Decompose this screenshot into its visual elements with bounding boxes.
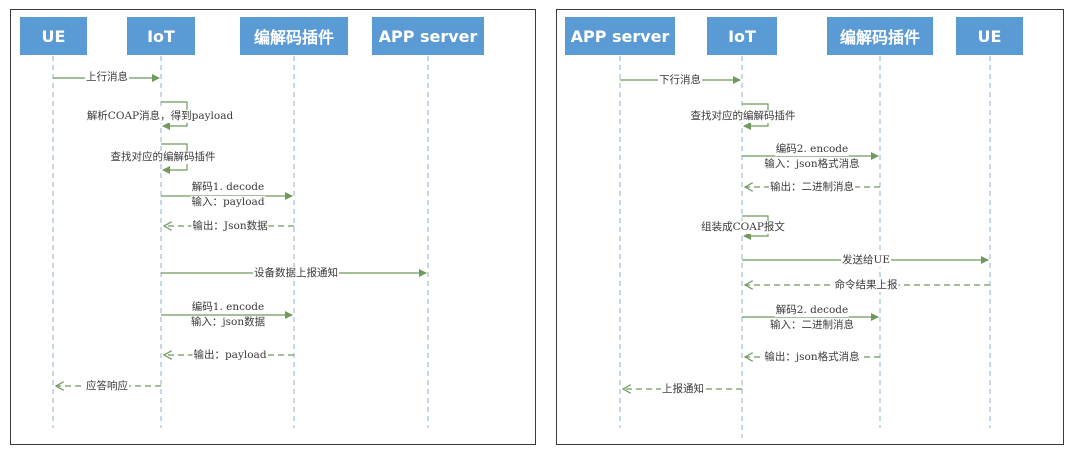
msg-parse-coap: 解析COAP消息，得到payload	[85, 110, 235, 123]
left-lifelines	[52, 56, 429, 428]
participant-codec-r: 编解码插件	[827, 17, 933, 55]
participant-app-server: APP server	[372, 17, 484, 55]
msg-report-notify-r: 上报通知	[661, 383, 705, 396]
msg-encode-input-r: 输入：json格式消息	[763, 158, 861, 171]
msg-send-ue: 发送给UE	[840, 254, 892, 267]
msg-encode-1: 编码1. encode	[190, 301, 266, 314]
msg-decode-2: 解码2. decode	[774, 304, 850, 317]
uplink-sequence-panel	[10, 9, 536, 445]
participant-codec: 编解码插件	[240, 17, 348, 55]
msg-encode-input: 输入：json数据	[189, 316, 267, 329]
participant-ue-r: UE	[956, 17, 1023, 55]
downlink-sequence-panel	[556, 9, 1064, 445]
msg-uplink: 上行消息	[85, 71, 129, 84]
participant-iot-r: IoT	[707, 17, 777, 55]
participant-app-server-r: APP server	[565, 17, 675, 55]
msg-report-notify: 设备数据上报通知	[253, 267, 339, 280]
msg-decode-1: 解码1. decode	[190, 181, 266, 194]
msg-cmd-result: 命令结果上报	[833, 279, 899, 292]
msg-find-plugin-r: 查找对应的编解码插件	[689, 110, 797, 123]
participant-ue: UE	[20, 17, 87, 55]
msg-decode-input-r: 输入：二进制消息	[769, 319, 855, 332]
msg-json-msg-output: 输出：json格式消息	[763, 351, 861, 364]
msg-ack: 应答响应	[85, 380, 129, 393]
msg-payload-output: 输出：payload	[192, 349, 268, 362]
msg-binary-output: 输出：二进制消息	[769, 181, 855, 194]
msg-decode-input: 输入：payload	[190, 196, 266, 209]
msg-encode-2: 编码2. encode	[774, 143, 850, 156]
msg-assemble-coap: 组装成COAP报文	[700, 221, 786, 234]
msg-find-plugin: 查找对应的编解码插件	[109, 151, 217, 164]
msg-json-output: 输出：Json数据	[191, 220, 269, 233]
participant-iot: IoT	[127, 17, 195, 55]
msg-downlink: 下行消息	[658, 74, 702, 87]
